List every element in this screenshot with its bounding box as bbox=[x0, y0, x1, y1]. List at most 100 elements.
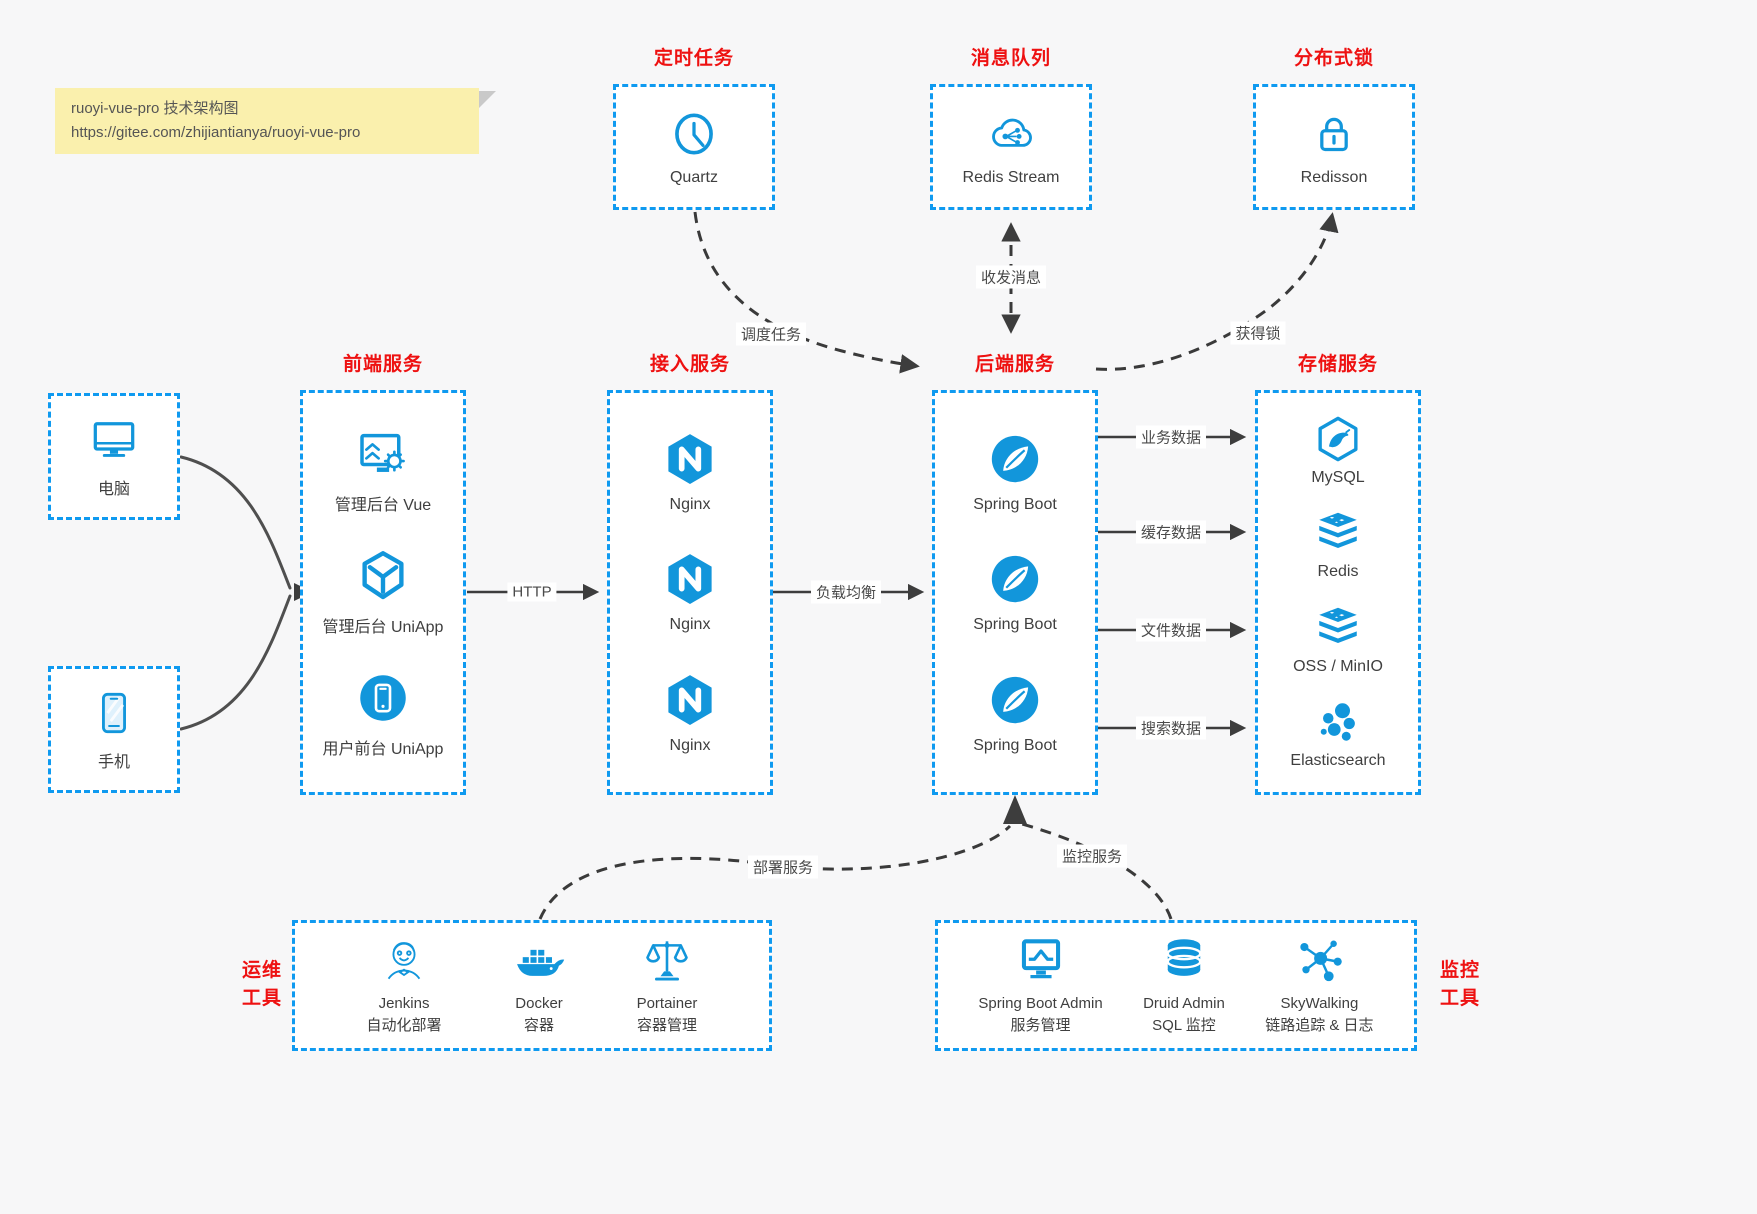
box-ops-tools: Jenkins 自动化部署 Docker 容器 Portainer 容器管理 bbox=[292, 920, 772, 1051]
edge-label-search-data: 搜索数据 bbox=[1135, 716, 1207, 740]
sba-desc: 服务管理 bbox=[1010, 1017, 1071, 1034]
portainer-icon bbox=[641, 934, 693, 986]
group-title-message-queue: 消息队列 bbox=[970, 48, 1051, 69]
node-label-druid-admin: Druid Admin SQL 监控 bbox=[1143, 993, 1225, 1037]
edge-label-monitor: 监控服务 bbox=[1056, 844, 1128, 868]
docker-desc: 容器 bbox=[524, 1017, 555, 1034]
node-label-springboot-admin: Spring Boot Admin 服务管理 bbox=[978, 993, 1102, 1037]
note-fold-icon bbox=[479, 91, 496, 108]
nginx-icon bbox=[662, 431, 718, 487]
group-distributed-lock: 分布式锁 Redisson bbox=[1253, 46, 1415, 210]
group-title-ops-tools: 运维 工具 bbox=[236, 957, 288, 1012]
uniapp-cube-icon bbox=[355, 548, 411, 604]
druid-icon bbox=[1158, 934, 1210, 986]
box-scheduled-task: Quartz bbox=[613, 84, 775, 210]
spring-icon bbox=[987, 431, 1043, 487]
node-springboot-2: Spring Boot bbox=[973, 551, 1057, 634]
node-label-pc: 电脑 bbox=[97, 481, 130, 498]
edge-label-cache-data: 缓存数据 bbox=[1135, 520, 1207, 544]
node-springboot-admin: Spring Boot Admin 服务管理 bbox=[978, 934, 1103, 1037]
edge-deploy-service bbox=[538, 824, 1012, 920]
group-frontend: 前端服务 管理后台 Vue 管理后台 UniApp 用户前台 UniApp bbox=[300, 352, 466, 795]
node-redis-stream: Redis Stream bbox=[962, 108, 1060, 187]
lock-icon bbox=[1308, 108, 1360, 160]
node-admin-uniapp: 管理后台 UniApp bbox=[323, 548, 443, 637]
group-storage: 存储服务 MySQL Redis OSS / MinIO Elasticsear… bbox=[1255, 352, 1421, 795]
node-label-nginx-1: Nginx bbox=[669, 495, 711, 513]
ops-title-line2: 工具 bbox=[241, 987, 282, 1009]
edge-acquire-lock bbox=[1095, 212, 1339, 371]
sticky-note: ruoyi-vue-pro 技术架构图 https://gitee.com/zh… bbox=[55, 88, 496, 154]
user-app-icon bbox=[355, 670, 411, 726]
node-portainer: Portainer 容器管理 bbox=[637, 934, 698, 1037]
ops-title-line1: 运维 bbox=[241, 960, 282, 981]
group-scheduled-task: 定时任务 Quartz bbox=[613, 46, 775, 210]
group-gateway: 接入服务 Nginx Nginx Nginx bbox=[607, 352, 773, 795]
node-label-quartz: Quartz bbox=[669, 168, 718, 186]
node-label-user-uniapp: 用户前台 UniApp bbox=[322, 741, 444, 758]
node-label-phone: 手机 bbox=[97, 754, 130, 771]
sba-name: Spring Boot Admin bbox=[978, 995, 1103, 1013]
redis-icon bbox=[1314, 509, 1362, 557]
elasticsearch-icon bbox=[1314, 698, 1362, 746]
node-label-oss-minio: OSS / MinIO bbox=[1293, 657, 1383, 675]
group-title-gateway: 接入服务 bbox=[649, 354, 730, 375]
node-redisson: Redisson bbox=[1300, 108, 1368, 187]
edge-pc-to-frontend bbox=[179, 455, 292, 590]
admin-vue-icon bbox=[355, 426, 411, 482]
group-title-storage: 存储服务 bbox=[1297, 354, 1378, 375]
box-backend: Spring Boot Spring Boot Spring Boot bbox=[932, 390, 1098, 795]
druid-name: Druid Admin bbox=[1143, 995, 1225, 1013]
nginx-icon bbox=[662, 551, 718, 607]
group-title-monitor-tools: 监控 工具 bbox=[1434, 957, 1486, 1012]
box-phone-client: 手机 bbox=[48, 666, 180, 793]
box-pc-client: 电脑 bbox=[48, 393, 180, 520]
node-label-skywalking: SkyWalking 链路追踪 & 日志 bbox=[1265, 993, 1373, 1037]
node-oss-minio: OSS / MinIO bbox=[1293, 604, 1383, 676]
skywalking-name: SkyWalking bbox=[1280, 995, 1359, 1013]
node-label-redisson: Redisson bbox=[1300, 168, 1368, 186]
node-label-docker: Docker 容器 bbox=[515, 993, 563, 1037]
node-user-uniapp: 用户前台 UniApp bbox=[322, 670, 444, 759]
monitor-title-line1: 监控 bbox=[1439, 960, 1480, 981]
node-docker: Docker 容器 bbox=[513, 934, 565, 1037]
group-title-frontend: 前端服务 bbox=[342, 354, 423, 375]
group-title-backend: 后端服务 bbox=[974, 354, 1055, 375]
node-label-springboot-2: Spring Boot bbox=[973, 616, 1057, 633]
jenkins-name: Jenkins bbox=[378, 995, 430, 1013]
edge-label-load-balance: 负载均衡 bbox=[810, 580, 882, 604]
jenkins-desc: 自动化部署 bbox=[366, 1017, 442, 1034]
group-title-distributed-lock: 分布式锁 bbox=[1293, 48, 1374, 69]
node-nginx-3: Nginx bbox=[662, 672, 718, 755]
node-admin-vue: 管理后台 Vue bbox=[335, 426, 431, 515]
group-title-scheduled-task: 定时任务 bbox=[653, 48, 734, 69]
node-label-elasticsearch: Elasticsearch bbox=[1290, 751, 1386, 769]
docker-name: Docker bbox=[515, 995, 563, 1013]
edge-monitor-service bbox=[1021, 822, 1173, 920]
node-redis: Redis bbox=[1314, 509, 1362, 581]
node-label-redis-stream: Redis Stream bbox=[962, 168, 1060, 186]
node-label-portainer: Portainer 容器管理 bbox=[637, 993, 698, 1037]
box-distributed-lock: Redisson bbox=[1253, 84, 1415, 210]
portainer-desc: 容器管理 bbox=[636, 1017, 697, 1034]
node-nginx-1: Nginx bbox=[662, 431, 718, 514]
edge-label-message: 收发消息 bbox=[975, 265, 1047, 289]
node-mysql: MySQL bbox=[1311, 415, 1365, 487]
node-druid-admin: Druid Admin SQL 监控 bbox=[1143, 934, 1225, 1037]
mysql-icon bbox=[1314, 415, 1362, 463]
box-gateway: Nginx Nginx Nginx bbox=[607, 390, 773, 795]
node-phone: 手机 bbox=[88, 687, 140, 772]
box-monitor-tools: Spring Boot Admin 服务管理 Druid Admin SQL 监… bbox=[935, 920, 1417, 1051]
node-nginx-2: Nginx bbox=[662, 551, 718, 634]
edge-phone-to-frontend bbox=[179, 594, 292, 731]
jenkins-icon bbox=[378, 934, 430, 986]
box-storage: MySQL Redis OSS / MinIO Elasticsearch bbox=[1255, 390, 1421, 795]
group-backend: 后端服务 Spring Boot Spring Boot Spring Boot bbox=[932, 352, 1098, 795]
edge-label-http: HTTP bbox=[507, 582, 557, 602]
edge-schedule-task bbox=[693, 211, 920, 374]
note-title: ruoyi-vue-pro 技术架构图 bbox=[71, 100, 239, 117]
spring-icon bbox=[987, 672, 1043, 728]
edge-label-file-data: 文件数据 bbox=[1135, 618, 1207, 642]
